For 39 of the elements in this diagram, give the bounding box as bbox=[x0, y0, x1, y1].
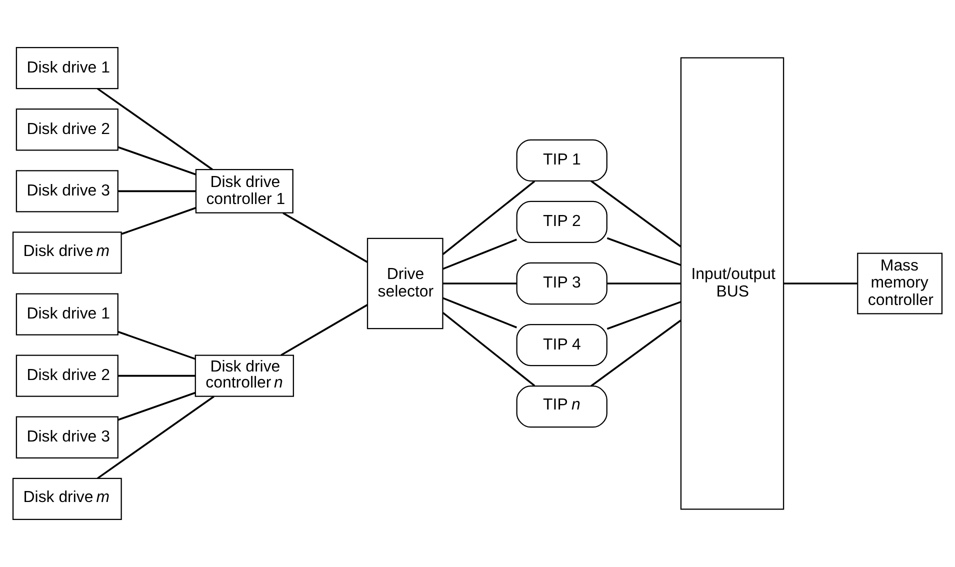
connector bbox=[442, 297, 517, 328]
connector bbox=[606, 301, 681, 330]
node-box: Disk drive 3 bbox=[16, 416, 118, 458]
node-box: TIP 2 bbox=[516, 200, 608, 244]
node-box: Drive selector bbox=[366, 238, 444, 330]
connector bbox=[784, 282, 858, 284]
connector bbox=[442, 180, 536, 256]
connector bbox=[590, 320, 682, 387]
connector bbox=[118, 146, 196, 176]
connector bbox=[442, 312, 536, 386]
connector bbox=[280, 304, 368, 356]
node-box: Disk drive controller 1 bbox=[195, 168, 294, 214]
connector bbox=[118, 330, 196, 360]
node-box: TIP 3 bbox=[516, 262, 608, 305]
connector bbox=[118, 374, 196, 377]
connector bbox=[121, 207, 196, 235]
node-box: Disk drive 2 bbox=[16, 354, 118, 397]
node-box: Disk drive 3 bbox=[16, 170, 118, 212]
node-box: Disk drive m bbox=[12, 232, 122, 274]
node-box: Disk drive controller n bbox=[194, 354, 294, 397]
connector bbox=[97, 88, 213, 170]
connector bbox=[97, 396, 214, 480]
connector bbox=[118, 392, 196, 421]
connector bbox=[118, 190, 196, 192]
node-box: Disk drive 1 bbox=[16, 293, 118, 336]
node-box: Disk drive m bbox=[12, 478, 122, 520]
node-box: Disk drive 1 bbox=[16, 47, 118, 90]
node-box: TIP 1 bbox=[516, 139, 608, 182]
node-box: Disk drive 2 bbox=[16, 108, 118, 151]
connector bbox=[606, 237, 681, 266]
connector bbox=[282, 212, 368, 263]
connector bbox=[442, 282, 517, 284]
connector bbox=[590, 180, 682, 248]
node-box: TIP 4 bbox=[516, 324, 608, 366]
node-box: TIP n bbox=[516, 386, 608, 428]
connector bbox=[442, 238, 517, 270]
node-box: Mass memory controller bbox=[857, 252, 943, 314]
node-box: Input/output BUS bbox=[680, 57, 784, 510]
connector bbox=[607, 282, 681, 284]
